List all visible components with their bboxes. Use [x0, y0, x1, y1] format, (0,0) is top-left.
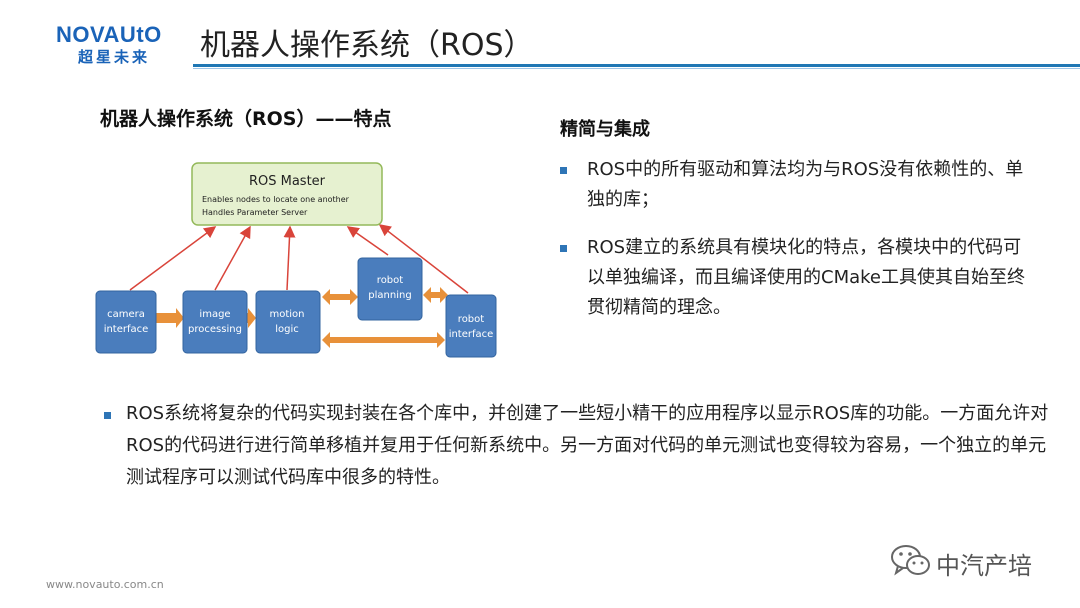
node-motion-logic [255, 290, 321, 354]
square-bullet-icon [560, 245, 567, 252]
wechat-icon [891, 545, 930, 576]
arrow-image-motion [247, 308, 256, 328]
node-camera-line1: camera [107, 309, 145, 320]
arrow-planning-robot [423, 287, 448, 303]
ros-master-bullet-1: Enables nodes to locate one another [202, 195, 350, 204]
arrow-motion-robot [322, 332, 445, 348]
node-motion-line2: logic [275, 324, 299, 335]
list-item-text: ROS建立的系统具有模块化的特点，各模块中的代码可以单独编译，而且编译使用的CM… [587, 237, 1025, 318]
list-item: ROS建立的系统具有模块化的特点，各模块中的代码可以单独编译，而且编译使用的CM… [560, 233, 1030, 323]
brand-logo: NOVAUtO [56, 22, 162, 47]
link-image-master [214, 225, 251, 291]
ros-master-bullet-2: Handles Parameter Server [202, 208, 308, 217]
node-robot-planning [357, 257, 423, 321]
link-camera-master [129, 226, 217, 291]
node-camera-interface [95, 290, 157, 354]
node-image-line1: image [199, 309, 230, 320]
ros-architecture-diagram: ROS Master Enables nodes to locate one a… [95, 162, 497, 358]
square-bullet-icon [560, 167, 567, 174]
node-planning-line2: planning [368, 290, 411, 301]
node-robot-line1: robot [458, 314, 484, 325]
arrow-motion-planning [322, 289, 358, 305]
list-item-text: ROS中的所有驱动和算法均为与ROS没有依赖性的、单独的库； [587, 159, 1024, 210]
summary-text: ROS系统将复杂的代码实现封装在各个库中，并创建了一些短小精干的应用程序以显示R… [126, 403, 1049, 488]
link-planning-master [346, 226, 389, 256]
ros-master-box [191, 162, 383, 226]
title-divider-thin [193, 68, 1080, 69]
node-camera-line2: interface [104, 324, 149, 335]
section-heading-features: 机器人操作系统（ROS）——特点 [100, 108, 392, 130]
title-divider [193, 64, 1080, 67]
node-robot-interface [445, 294, 497, 358]
ros-master-title: ROS Master [249, 174, 326, 189]
page-title: 机器人操作系统（ROS） [200, 28, 534, 63]
node-image-line2: processing [188, 324, 242, 335]
node-motion-line1: motion [269, 309, 304, 320]
footer-url: www.novauto.com.cn [46, 578, 164, 591]
node-planning-line1: robot [377, 275, 403, 286]
summary-bullet: ROS系统将复杂的代码实现封装在各个库中，并创建了一些短小精干的应用程序以显示R… [104, 398, 1064, 494]
arrow-camera-image [154, 308, 184, 328]
link-robot-master [378, 224, 469, 294]
watermark-text: 中汽产培 [936, 552, 1032, 580]
square-bullet-icon [104, 412, 111, 419]
section-heading-simplicity: 精简与集成 [560, 119, 650, 140]
link-motion-master [283, 225, 296, 291]
brand-logo-subtext: 超星未来 [78, 48, 151, 66]
node-robot-line2: interface [449, 329, 494, 340]
list-item: ROS中的所有驱动和算法均为与ROS没有依赖性的、单独的库； [560, 155, 1030, 215]
node-image-processing [182, 290, 248, 354]
